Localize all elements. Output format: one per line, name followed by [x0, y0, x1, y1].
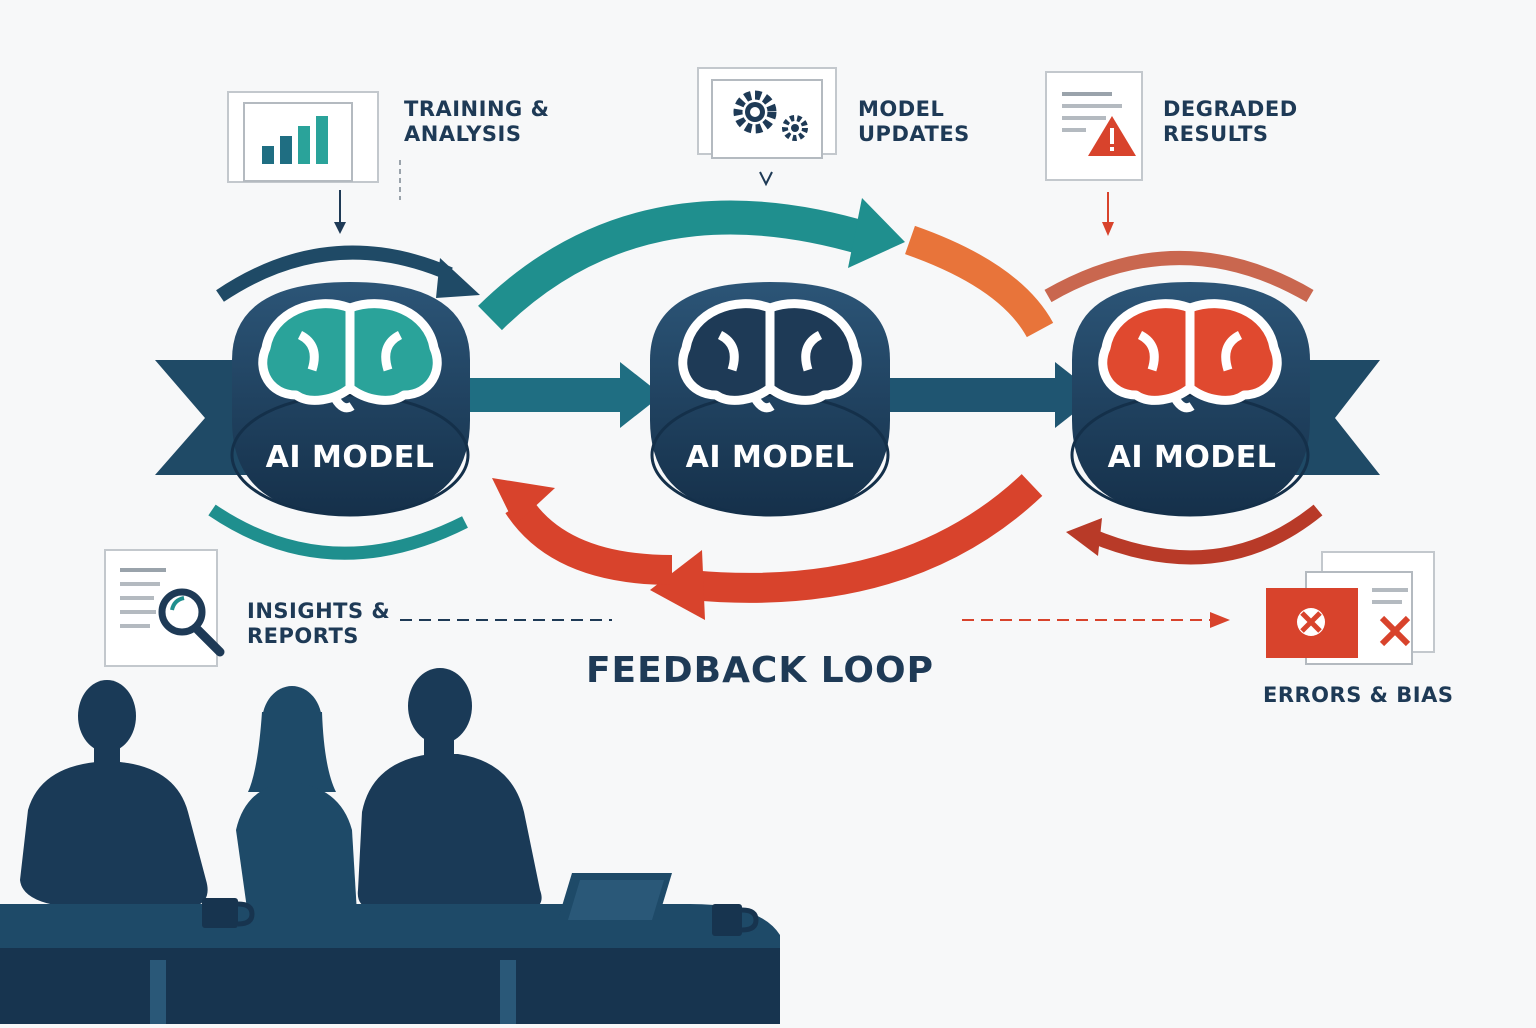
ai-model-1 [230, 282, 470, 517]
degraded-results-card [1045, 71, 1143, 181]
person-middle [236, 686, 358, 930]
bottom-arc-red-arrowhead [650, 550, 705, 620]
forward-arrow-2 [870, 362, 1097, 428]
bottom-arc-red-left [505, 496, 673, 585]
diagram-title: FEEDBACK LOOP [585, 650, 935, 691]
training-analysis-card [227, 91, 379, 183]
top-arc-orange [905, 225, 1054, 338]
forward-arrow-1 [440, 362, 662, 428]
training-analysis-label: TRAINING & ANALYSIS [404, 97, 550, 146]
top-arc-navy [216, 245, 453, 302]
brain-icon [678, 299, 862, 413]
insights-reports-card [104, 549, 225, 667]
close-icon [1379, 615, 1411, 647]
brain-icon [258, 299, 442, 413]
ai-model-3-label: AI MODEL [1107, 440, 1277, 475]
error-icon [1297, 608, 1325, 636]
brain-icon [1098, 299, 1282, 413]
top-arc-teal-arrowhead [848, 198, 905, 268]
bottom-arc-teal [208, 504, 468, 560]
top-arc-rose [1044, 251, 1314, 303]
ai-model-2-label: AI MODEL [685, 440, 855, 475]
top-arc-teal [478, 200, 875, 331]
desk [0, 904, 780, 1024]
warning-icon [1088, 116, 1136, 156]
person-right [357, 668, 542, 910]
errors-bias-label: ERRORS & BIAS [1263, 683, 1454, 707]
bottom-arc-red-right-arrowhead [1066, 518, 1102, 556]
bottom-arc-red-right [1087, 504, 1323, 565]
laptop-icon [500, 873, 680, 938]
gear-icon [733, 90, 808, 141]
top-arc-navy-arrowhead [436, 258, 480, 298]
ai-model-2 [650, 282, 890, 517]
bottom-arc-red-large [688, 474, 1043, 603]
mug-icon [202, 898, 759, 936]
magnifier-icon [158, 588, 225, 657]
ai-model-1-label: AI MODEL [265, 440, 435, 475]
degraded-results-label: DEGRADED RESULTS [1163, 97, 1298, 146]
updates-down-chevron [759, 171, 773, 187]
ai-model-3 [1070, 282, 1310, 517]
people-silhouettes [0, 668, 780, 1024]
bottom-arc-red-left-arrowhead [492, 478, 555, 525]
model-updates-card [697, 67, 837, 159]
bar-chart-icon [262, 116, 328, 164]
model-updates-label: MODEL UPDATES [858, 97, 970, 146]
person-left [20, 680, 208, 906]
insights-reports-label: INSIGHTS & REPORTS [247, 599, 391, 648]
errors-bias-card [1266, 551, 1435, 665]
